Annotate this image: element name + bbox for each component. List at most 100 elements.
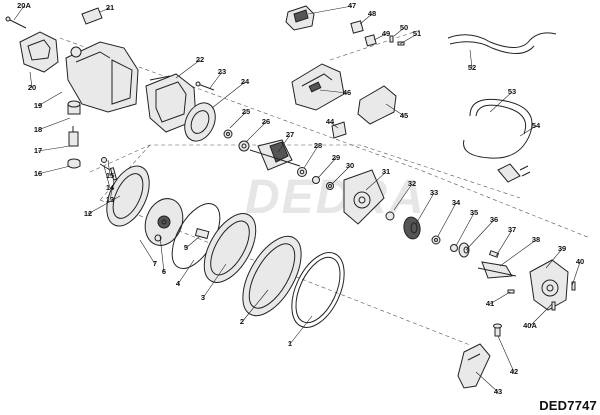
leader-p25 <box>229 111 247 129</box>
armature-27 <box>249 139 301 171</box>
leader-p35 <box>455 212 475 247</box>
leader-p42 <box>497 335 515 373</box>
power-cord-53 <box>463 98 533 159</box>
label-p35: 35 <box>470 208 478 217</box>
screw-40 <box>571 281 576 291</box>
label-p7: 7 <box>153 259 157 268</box>
leader-p17 <box>37 145 71 152</box>
switch-47 <box>285 5 315 31</box>
label-p27: 27 <box>286 130 294 139</box>
bearing-28 <box>297 167 307 177</box>
label-p25: 25 <box>242 107 250 116</box>
leader-p32 <box>393 183 413 211</box>
pad-21 <box>81 7 103 25</box>
label-p46: 46 <box>343 88 351 97</box>
washer-25 <box>223 129 233 139</box>
label-p33: 33 <box>430 188 438 197</box>
leader-p16 <box>37 165 71 175</box>
leader-p28 <box>303 145 319 169</box>
fan-baffle-24 <box>184 102 216 142</box>
blade-flange-7 <box>144 198 184 246</box>
label-p34: 34 <box>452 198 461 207</box>
label-p4: 4 <box>176 279 181 288</box>
label-p29: 29 <box>332 153 340 162</box>
label-p30: 30 <box>346 161 354 170</box>
label-p31: 31 <box>382 167 390 176</box>
leader-p47 <box>307 5 353 15</box>
part-labels: 20A2019181716212223242526272829303132333… <box>17 1 584 396</box>
label-p40: 40 <box>576 257 584 266</box>
ring-34 <box>431 235 441 245</box>
leader-p22 <box>175 59 201 79</box>
leader-p4 <box>177 259 195 285</box>
label-p3: 3 <box>201 293 205 302</box>
label-p28: 28 <box>314 141 322 150</box>
leader-p20A <box>13 5 25 21</box>
wire-52 <box>447 32 557 54</box>
label-p14: 14 <box>106 183 115 192</box>
label-p36: 36 <box>490 215 498 224</box>
label-p51: 51 <box>413 29 421 38</box>
leader-p33 <box>415 192 435 225</box>
bearing-26 <box>238 140 250 152</box>
side-handle-43 <box>457 343 491 389</box>
label-p48: 48 <box>368 9 376 18</box>
motor-housing-19 <box>65 41 139 113</box>
label-p54: 54 <box>532 121 541 130</box>
brush-holder-18 <box>67 100 81 115</box>
spindle-38 <box>477 261 517 279</box>
screw-50 <box>389 35 394 43</box>
label-p12: 12 <box>84 209 92 218</box>
label-p49: 49 <box>382 29 390 38</box>
label-p22: 22 <box>196 55 204 64</box>
label-p41: 41 <box>486 299 494 308</box>
leader-p40A <box>529 303 553 327</box>
label-p24: 24 <box>241 77 250 86</box>
label-p13: 13 <box>106 195 114 204</box>
label-p43: 43 <box>494 387 502 396</box>
leader-p36 <box>465 219 495 251</box>
leader-p1 <box>289 315 313 345</box>
label-p18: 18 <box>34 125 42 134</box>
label-p32: 32 <box>408 179 416 188</box>
leader-p41 <box>489 291 511 305</box>
leader-lines <box>13 5 581 393</box>
gear-cover-39 <box>529 259 569 311</box>
ring-30 <box>326 182 334 190</box>
washer-29 <box>312 176 320 184</box>
leader-p51 <box>399 33 418 45</box>
label-p16: 16 <box>34 169 42 178</box>
leader-p45 <box>385 103 405 117</box>
label-p15: 15 <box>106 171 114 180</box>
screw-23 <box>195 81 215 91</box>
leader-p34 <box>437 202 457 237</box>
leader-p39 <box>545 248 563 269</box>
leader-p20 <box>29 71 33 89</box>
label-p5: 5 <box>184 243 188 252</box>
label-p2: 2 <box>240 317 244 326</box>
carbon-brush-17 <box>68 126 79 147</box>
leader-p30 <box>331 165 351 185</box>
front-guard-12 <box>106 165 150 227</box>
diagram-code: DED7747 <box>539 398 597 413</box>
leader-p29 <box>317 157 337 179</box>
bearing-36 <box>458 242 470 258</box>
switch-housing-46 <box>291 63 345 111</box>
label-p26: 26 <box>262 117 270 126</box>
label-p21: 21 <box>106 3 114 12</box>
leader-p15 <box>107 159 111 177</box>
label-p38: 38 <box>532 235 540 244</box>
leader-p26 <box>245 121 267 143</box>
label-p47: 47 <box>348 1 356 10</box>
bearing-32 <box>385 211 395 221</box>
label-p20A: 20A <box>17 1 31 10</box>
screw-40a <box>551 301 556 311</box>
label-p42: 42 <box>510 367 518 376</box>
label-p20: 20 <box>28 83 36 92</box>
screw-14 <box>99 163 111 171</box>
gear-plate-31 <box>343 169 385 225</box>
label-p44: 44 <box>326 117 335 126</box>
gear-33 <box>403 216 421 240</box>
leader-p52 <box>469 49 473 69</box>
